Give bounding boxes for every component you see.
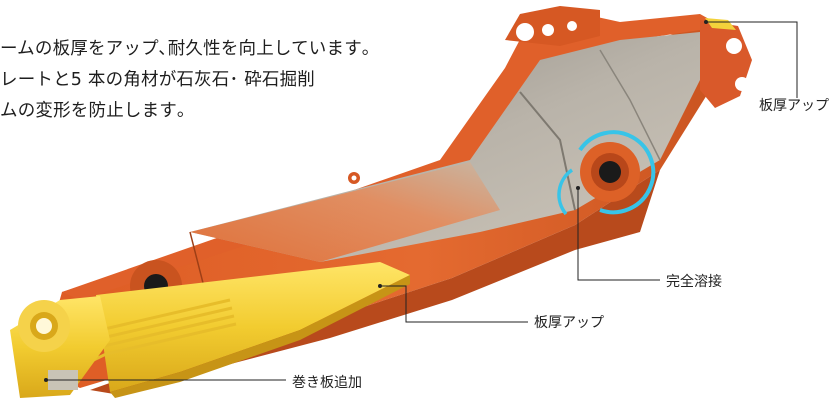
tab-hole <box>351 175 357 181</box>
lug-hole <box>542 24 554 36</box>
lug-hole <box>567 21 577 31</box>
inner-rib <box>519 91 576 211</box>
description-text: ームの板厚をアップ､耐久性を向上しています｡ レートと5 本の角材が石灰石･ 砕… <box>0 34 371 127</box>
foot-pin-hole <box>36 318 52 334</box>
inner-rib-2 <box>599 49 661 161</box>
weld-ring-icon <box>557 168 574 216</box>
callout-wrap-plate: 巻き板追加 <box>292 375 362 391</box>
description-line: ームの板厚をアップ､耐久性を向上しています｡ <box>0 39 371 59</box>
callout-full-weld: 完全溶接 <box>666 274 722 290</box>
lug-hole <box>735 77 749 91</box>
callout-top-plate: 板厚アップ <box>759 98 829 114</box>
callout-side-plate: 板厚アップ <box>534 315 604 331</box>
side-plate-reinforce <box>96 262 410 392</box>
description-line: レートと5 本の角材が石灰石･ 砕石掘削 <box>0 70 316 90</box>
description-line: ムの変形を防止します｡ <box>0 101 186 121</box>
side-plate-reinforce-edge <box>110 275 410 398</box>
leader-lines <box>46 21 798 381</box>
lug-hole <box>726 38 742 54</box>
right-lug <box>700 20 752 108</box>
top-plate-reinforce <box>705 18 736 30</box>
arm-inner-slope <box>190 162 500 262</box>
pin-hole <box>599 161 621 183</box>
lug-hole <box>516 23 534 41</box>
weld-ring-icon <box>578 130 656 215</box>
